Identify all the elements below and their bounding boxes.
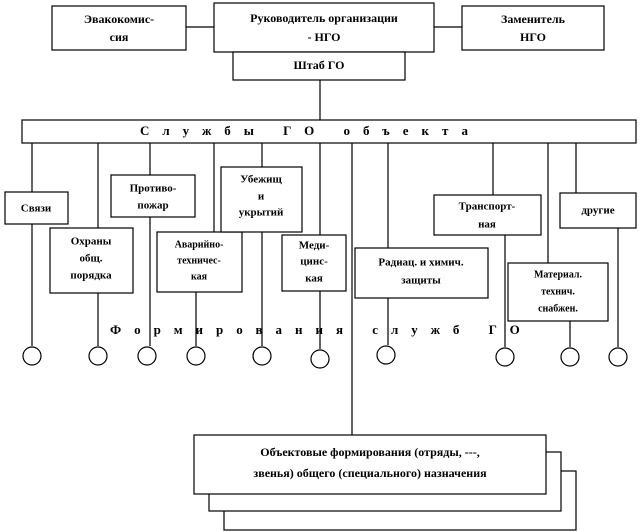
- svg-text:Аварийно-: Аварийно-: [175, 239, 224, 250]
- formation-node: [376, 345, 396, 365]
- service-box-medicinskaya: Меди- цинс- кая: [281, 234, 347, 292]
- svg-text:Охраны: Охраны: [71, 236, 112, 248]
- formation-node: [495, 347, 515, 367]
- service-box-protivopozhar: Противо- пожар: [110, 174, 196, 218]
- svg-text:Меди-: Меди-: [299, 240, 330, 252]
- formation-circles: [22, 345, 628, 369]
- svg-text:Заменитель: Заменитель: [501, 12, 566, 26]
- svg-text:пожар: пожар: [137, 200, 168, 212]
- svg-text:ная: ная: [478, 219, 496, 231]
- svg-text:Руководитель организации: Руководитель организации: [250, 11, 398, 25]
- formation-node: [137, 346, 157, 366]
- svg-text:общ.: общ.: [79, 253, 102, 265]
- svg-text:техничес-: техничес-: [177, 255, 221, 266]
- civil-defense-staff-box: Штаб ГО: [232, 51, 406, 81]
- deputy-head-box: Заменитель НГО: [461, 5, 605, 51]
- svg-text:- НГО: - НГО: [308, 30, 341, 44]
- svg-text:кая: кая: [191, 271, 208, 282]
- svg-text:Связи: Связи: [21, 203, 52, 215]
- object-formations-stack: Объектовые формирования (отряды, ---, зв…: [193, 434, 577, 531]
- svg-text:Убежищ: Убежищ: [240, 174, 282, 186]
- svg-text:Службы ГО объекта: Службы ГО объекта: [140, 123, 481, 138]
- object-formations-line2: звенья) общего (специального) назначения: [253, 466, 487, 480]
- service-box-avariyno: Аварийно- техничес- кая: [156, 231, 243, 293]
- service-box-material: Материал. технич. снабжен.: [507, 262, 609, 322]
- svg-text:Противо-: Противо-: [130, 183, 177, 195]
- svg-text:Эвакокомис-: Эвакокомис-: [84, 12, 154, 26]
- svg-text:Транспорт-: Транспорт-: [459, 201, 516, 213]
- svg-text:сия: сия: [110, 30, 129, 44]
- formation-node: [88, 346, 108, 366]
- formation-node: [186, 346, 206, 366]
- svg-text:другие: другие: [581, 205, 614, 217]
- svg-text:технич.: технич.: [541, 286, 575, 297]
- formation-node: [310, 349, 330, 369]
- service-box-ubezhishch: Убежищ и укрытий: [220, 166, 303, 233]
- svg-text:укрытий: укрытий: [239, 207, 284, 219]
- service-box-drugie: другие: [559, 192, 637, 229]
- svg-text:кая: кая: [305, 273, 323, 285]
- formation-node: [560, 347, 580, 367]
- svg-text:Материал.: Материал.: [534, 269, 583, 280]
- service-box-okhrany: Охраны общ. порядка: [49, 227, 134, 294]
- svg-text:защиты: защиты: [401, 275, 441, 287]
- svg-text:порядка: порядка: [70, 270, 112, 282]
- svg-text:Штаб ГО: Штаб ГО: [294, 58, 345, 72]
- formation-node: [252, 346, 272, 366]
- service-box-transport: Транспорт- ная: [433, 194, 542, 236]
- service-box-svyazi: Связи: [4, 191, 69, 225]
- object-services-bar: Службы ГО объекта: [21, 119, 637, 144]
- svg-text:НГО: НГО: [520, 30, 546, 44]
- object-formations-line1: Объектовые формирования (отряды, ---,: [260, 445, 479, 459]
- svg-text:Радиац. и химич.: Радиац. и химич.: [378, 257, 463, 269]
- svg-text:цинс-: цинс-: [300, 256, 328, 268]
- svg-text:и: и: [258, 191, 265, 203]
- organization-head-box: Руководитель организации - НГО: [213, 2, 435, 53]
- service-box-radiats: Радиац. и химич. защиты: [354, 247, 489, 299]
- formation-node: [608, 347, 628, 367]
- formations-label: Формирования служб ГО: [110, 322, 533, 337]
- svg-text:снабжен.: снабжен.: [538, 303, 578, 314]
- formation-node: [22, 346, 42, 366]
- evacuation-commission-box: Эвакокомис- сия: [51, 5, 187, 51]
